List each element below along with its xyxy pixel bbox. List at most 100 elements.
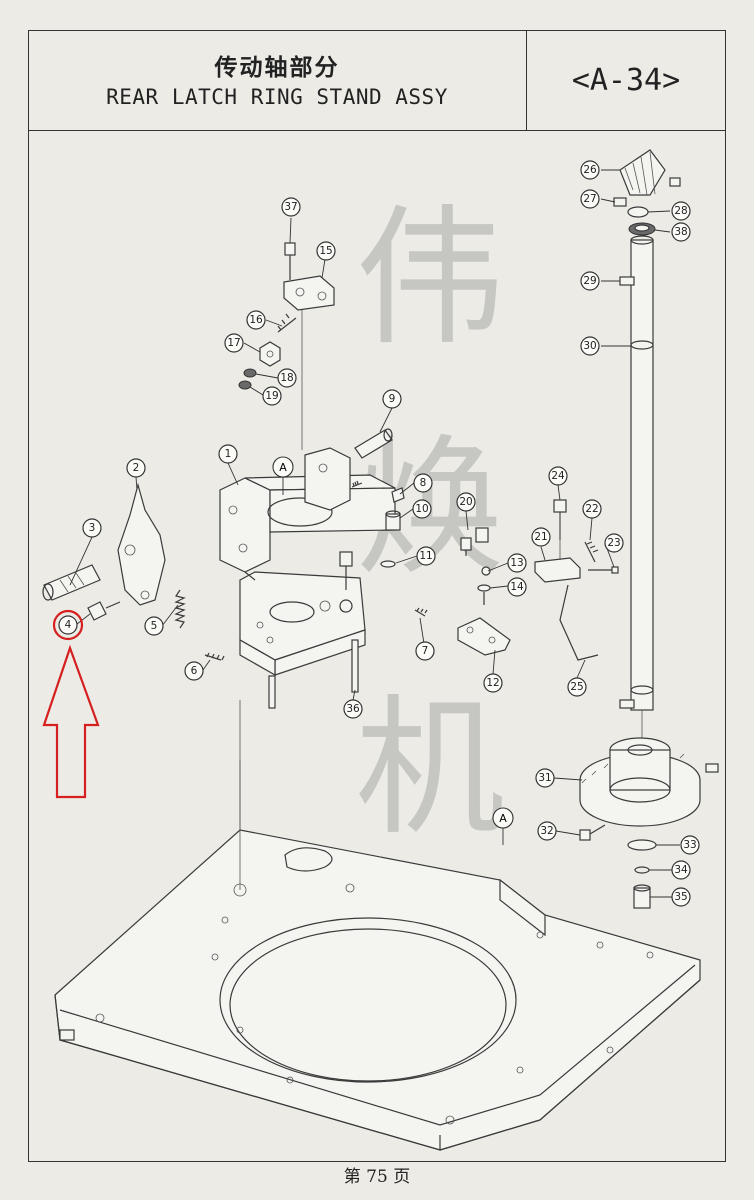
svg-text:17: 17 xyxy=(227,337,240,349)
svg-text:15: 15 xyxy=(319,245,332,257)
svg-text:2: 2 xyxy=(133,462,140,474)
callout-13: 13 xyxy=(507,553,527,573)
callout-38: 38 xyxy=(671,222,691,242)
svg-text:10: 10 xyxy=(415,503,428,515)
callout-23: 23 xyxy=(604,533,624,553)
svg-text:31: 31 xyxy=(538,772,551,784)
svg-text:9: 9 xyxy=(389,393,396,405)
callout-34: 34 xyxy=(671,860,691,880)
callout-26: 26 xyxy=(580,160,600,180)
section-marks: A A xyxy=(272,456,514,845)
callout-32: 32 xyxy=(537,821,557,841)
svg-text:26: 26 xyxy=(583,164,597,176)
svg-text:8: 8 xyxy=(420,477,427,489)
section-mark-a-lower: A xyxy=(499,812,507,825)
svg-text:37: 37 xyxy=(284,201,297,213)
stand-bracket xyxy=(219,447,396,709)
callout-10: 10 xyxy=(412,499,432,519)
shoulder-screw xyxy=(87,601,121,621)
callout-17: 17 xyxy=(224,333,244,353)
springs xyxy=(174,480,428,661)
svg-text:1: 1 xyxy=(225,448,232,460)
drive-shaft xyxy=(613,149,681,760)
svg-text:3: 3 xyxy=(89,522,96,534)
callout-33: 33 xyxy=(680,835,700,855)
svg-text:23: 23 xyxy=(607,537,620,549)
svg-text:6: 6 xyxy=(191,665,198,677)
svg-text:22: 22 xyxy=(585,503,598,515)
callout-11: 11 xyxy=(416,546,436,566)
svg-text:27: 27 xyxy=(583,193,596,205)
svg-text:18: 18 xyxy=(280,372,293,384)
svg-text:12: 12 xyxy=(486,677,499,689)
callout-12: 12 xyxy=(483,673,503,693)
callout-35: 35 xyxy=(671,887,691,907)
pin-bolt xyxy=(354,428,405,503)
callout-14: 14 xyxy=(507,577,527,597)
highlight-circle xyxy=(52,609,84,641)
callout-37: 37 xyxy=(281,197,301,217)
latch-lever xyxy=(534,499,619,661)
page-number: 第 75 页 xyxy=(343,1167,411,1187)
callout-27: 27 xyxy=(580,189,600,209)
callout-22: 22 xyxy=(582,499,602,519)
svg-text:7: 7 xyxy=(422,645,429,657)
svg-text:11: 11 xyxy=(419,550,432,562)
callout-18: 18 xyxy=(277,368,297,388)
upper-clamp xyxy=(238,242,335,450)
svg-text:21: 21 xyxy=(534,531,547,543)
callout-16: 16 xyxy=(246,310,266,330)
svg-text:16: 16 xyxy=(249,314,263,326)
svg-text:28: 28 xyxy=(674,205,687,217)
callout-7: 7 xyxy=(415,641,435,661)
callout-36: 36 xyxy=(343,699,363,719)
svg-text:13: 13 xyxy=(510,557,523,569)
assembly-title-english: REAR LATCH RING STAND ASSY xyxy=(106,85,448,109)
callout-29: 29 xyxy=(580,271,600,291)
cap-screws xyxy=(339,510,491,613)
callout-8: 8 xyxy=(413,473,433,493)
title-block: 传动轴部分 REAR LATCH RING STAND ASSY <A-34> xyxy=(28,30,726,131)
svg-text:5: 5 xyxy=(151,620,158,632)
svg-text:34: 34 xyxy=(674,864,688,876)
title-block-divider xyxy=(526,30,527,130)
svg-text:24: 24 xyxy=(551,470,565,482)
callout-19: 19 xyxy=(262,386,282,406)
svg-text:30: 30 xyxy=(583,340,596,352)
figure-code: <A-34> xyxy=(571,63,681,98)
callout-6: 6 xyxy=(184,661,204,681)
svg-text:38: 38 xyxy=(674,226,687,238)
svg-text:35: 35 xyxy=(674,891,687,903)
callout-24: 24 xyxy=(548,466,568,486)
callout-25: 25 xyxy=(567,677,587,697)
callout-5: 5 xyxy=(144,616,164,636)
callout-28: 28 xyxy=(671,201,691,221)
svg-text:36: 36 xyxy=(346,703,360,715)
callout-9: 9 xyxy=(382,389,402,409)
callout-31: 31 xyxy=(535,768,555,788)
svg-text:29: 29 xyxy=(583,275,596,287)
sheet-border xyxy=(28,30,726,1162)
callout-4: 4 xyxy=(58,615,78,635)
callout-21: 21 xyxy=(531,527,551,547)
latch-plate xyxy=(117,482,166,606)
svg-text:4: 4 xyxy=(65,619,72,631)
callout-3: 3 xyxy=(82,518,102,538)
callout-1: 1 xyxy=(218,444,238,464)
callout-20: 20 xyxy=(456,492,476,512)
watermark-char-1: 伟 xyxy=(355,192,505,366)
callout-2: 2 xyxy=(126,458,146,478)
svg-text:14: 14 xyxy=(510,581,524,593)
svg-text:19: 19 xyxy=(265,390,278,402)
highlight-marker xyxy=(42,609,100,799)
svg-text:33: 33 xyxy=(683,839,696,851)
section-mark-a-upper: A xyxy=(279,461,287,474)
svg-text:32: 32 xyxy=(540,825,553,837)
callout-15: 15 xyxy=(316,241,336,261)
up-arrow-icon xyxy=(42,644,100,799)
callout-30: 30 xyxy=(580,336,600,356)
svg-text:25: 25 xyxy=(570,681,583,693)
lever-bracket xyxy=(457,617,511,656)
